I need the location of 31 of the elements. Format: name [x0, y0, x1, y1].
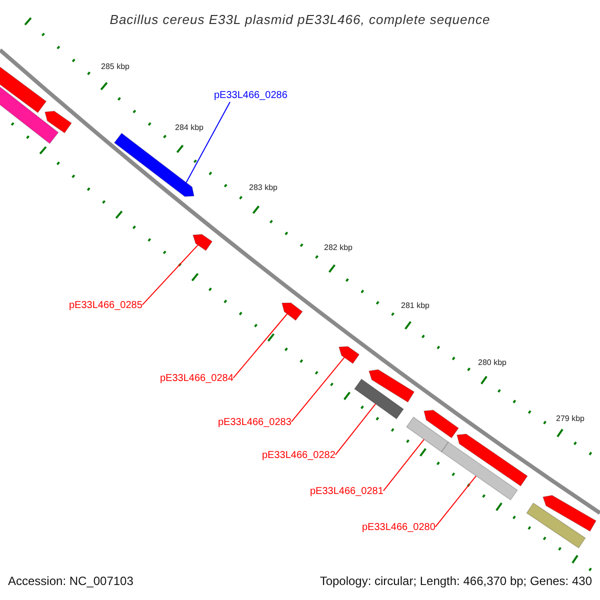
- leader-line: [334, 403, 376, 456]
- gene-label: pE33L466_0280: [362, 522, 436, 534]
- gene-feature: [192, 234, 213, 252]
- leader-line: [186, 102, 230, 184]
- gene-label: pE33L466_0282: [262, 450, 336, 462]
- leader-line: [232, 313, 288, 378]
- title: Bacillus cereus E33L plasmid pE33L466, complete sequence: [108, 11, 492, 29]
- gene-label: pE33L466_0283: [218, 417, 292, 429]
- gene-feature: [354, 378, 404, 420]
- leader-line: [142, 244, 198, 306]
- gene-label: pE33L466_0281: [310, 486, 384, 498]
- tick-label: 280 kbp: [478, 358, 506, 368]
- gene-feature: [281, 302, 303, 321]
- leader-line: [290, 357, 345, 422]
- gene-label: pE33L466_0286: [214, 90, 288, 102]
- gene-feature: [338, 346, 360, 364]
- gene-label: pE33L466_0285: [69, 300, 142, 312]
- gene-feature: [406, 416, 450, 452]
- gene-feature: [441, 442, 518, 500]
- sequence-summary: Topology: circular; Length: 466,370 bp; Genes: 430: [320, 574, 592, 588]
- tick-label: 281 kbp: [401, 301, 430, 311]
- leader-line: [382, 438, 425, 492]
- leader-line: [434, 475, 477, 528]
- tick-label: 284 kbp: [175, 123, 204, 133]
- gene-feature: [114, 132, 194, 197]
- tick-label: 279 kbp: [556, 414, 584, 424]
- gene-label: pE33L466_0284: [160, 373, 234, 385]
- tick-label: 282 kbp: [324, 243, 352, 253]
- tick-label: 285 kbp: [101, 62, 130, 72]
- accession-note: Accession: NC_007103: [8, 574, 134, 588]
- tick-label: 283 kbp: [249, 183, 278, 193]
